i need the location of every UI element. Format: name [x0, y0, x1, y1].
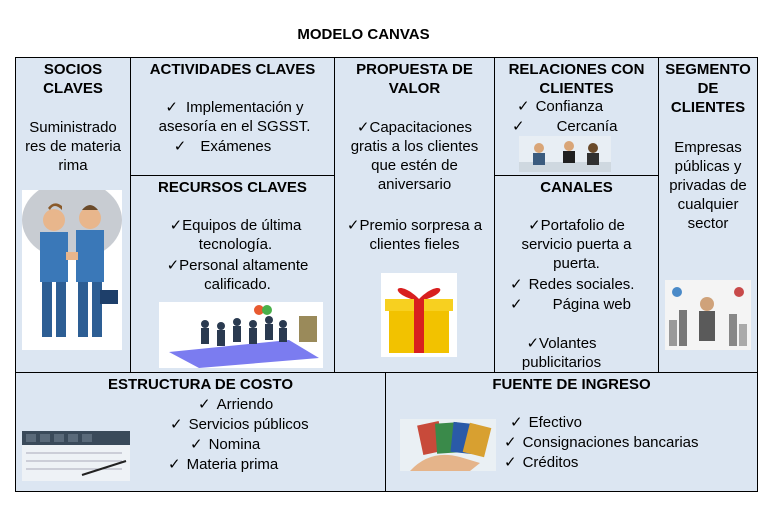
costo-item: ✓Arriendo [198, 396, 274, 413]
canales-item: ✓Portafolio de servicio puerta a puerta. [521, 217, 632, 272]
actividades-item: ✓Exámenes [173, 138, 272, 155]
check-icon: ✓ [190, 436, 203, 453]
check-icon: ✓ [169, 217, 183, 234]
clients-collage-image [665, 280, 751, 350]
canvas-title: MODELO CANVAS [297, 26, 430, 43]
check-icon: ✓ [504, 454, 517, 471]
costo-item: ✓Nomina [190, 436, 261, 453]
check-icon: ✓ [504, 434, 517, 451]
relaciones-item: ✓Confianza [517, 98, 604, 115]
canales-box: CANALES ✓Portafolio de servicio puerta a… [494, 175, 659, 373]
credit-cards-image [400, 419, 496, 471]
ingreso-item: ✓Créditos [504, 454, 579, 471]
check-icon: ✓ [510, 414, 523, 431]
segmento-clientes-box: SEGMENTO DE CLIENTES Empresas públicas y… [658, 57, 758, 373]
propuesta-item: ✓Capacitaciones gratis a los clientes qu… [350, 119, 479, 193]
canales-item: ✓Volantes publicitarios [521, 335, 602, 371]
check-icon: ✓ [165, 99, 178, 116]
fuente-ingreso-heading: FUENTE DE INGRESO [492, 376, 651, 393]
ingreso-item: ✓Efectivo [510, 414, 582, 431]
check-icon: ✓ [346, 217, 360, 234]
propuesta-item: ✓Premio sorpresa a clientes fieles [346, 217, 483, 253]
socios-claves-text: Suministrado res de materia rima [25, 119, 121, 174]
actividades-item: ✓Implementación y asesoría en el SGSST. [158, 99, 311, 135]
gift-box-image [381, 273, 457, 357]
check-icon: ✓ [168, 456, 181, 473]
fuente-ingreso-box: FUENTE DE INGRESO ✓Efectivo ✓Consignacio… [385, 372, 758, 492]
relaciones-clientes-box: RELACIONES CON CLIENTES ✓Confianza ✓Cerc… [494, 57, 659, 176]
handshake-image [22, 190, 122, 350]
check-icon: ✓ [528, 217, 541, 234]
team-technology-image [159, 302, 323, 368]
check-icon: ✓ [356, 119, 370, 136]
recursos-claves-box: RECURSOS CLAVES ✓Equipos de última tecno… [130, 175, 335, 373]
estructura-costo-heading: ESTRUCTURA DE COSTO [107, 376, 293, 393]
relaciones-item: ✓Cercanía [512, 118, 618, 135]
check-icon: ✓ [517, 98, 530, 115]
check-icon: ✓ [512, 118, 525, 135]
estructura-costo-box: ESTRUCTURA DE COSTO ✓Arriendo ✓Servicios… [15, 372, 386, 492]
propuesta-valor-heading: PROPUESTA DE VALOR [356, 61, 473, 97]
propuesta-valor-box: PROPUESTA DE VALOR ✓Capacitaciones grati… [334, 57, 495, 373]
canales-heading: CANALES [540, 179, 613, 196]
calculator-image [22, 431, 130, 481]
canales-item: ✓Redes sociales. [510, 276, 635, 293]
costo-item: ✓Materia prima [168, 456, 279, 473]
check-icon: ✓ [526, 335, 540, 352]
relaciones-clientes-heading: RELACIONES CON CLIENTES [508, 61, 645, 97]
canales-item: ✓Página web [510, 296, 631, 313]
check-icon: ✓ [198, 396, 211, 413]
check-icon: ✓ [173, 138, 187, 155]
check-icon: ✓ [510, 276, 523, 293]
recursos-item: ✓Equipos de última tecnología. [169, 217, 302, 253]
segmento-clientes-text: Empresas públicas y privadas de cualquie… [669, 139, 747, 232]
ingreso-item: ✓Consignaciones bancarias [504, 434, 699, 451]
recursos-item: ✓Personal altamente calificado. [166, 257, 309, 293]
segmento-clientes-heading: SEGMENTO DE CLIENTES [665, 61, 751, 116]
socios-claves-box: SOCIOS CLAVES Suministrado res de materi… [15, 57, 131, 373]
costo-item: ✓Servicios públicos [170, 416, 309, 433]
meeting-image [519, 136, 611, 172]
actividades-claves-heading: ACTIVIDADES CLAVES [149, 61, 316, 78]
recursos-claves-heading: RECURSOS CLAVES [158, 179, 307, 196]
socios-claves-heading: SOCIOS CLAVES [43, 61, 103, 97]
check-icon: ✓ [170, 416, 183, 433]
actividades-claves-box: ACTIVIDADES CLAVES ✓Implementación y ase… [130, 57, 335, 176]
check-icon: ✓ [166, 257, 180, 274]
check-icon: ✓ [510, 296, 523, 313]
